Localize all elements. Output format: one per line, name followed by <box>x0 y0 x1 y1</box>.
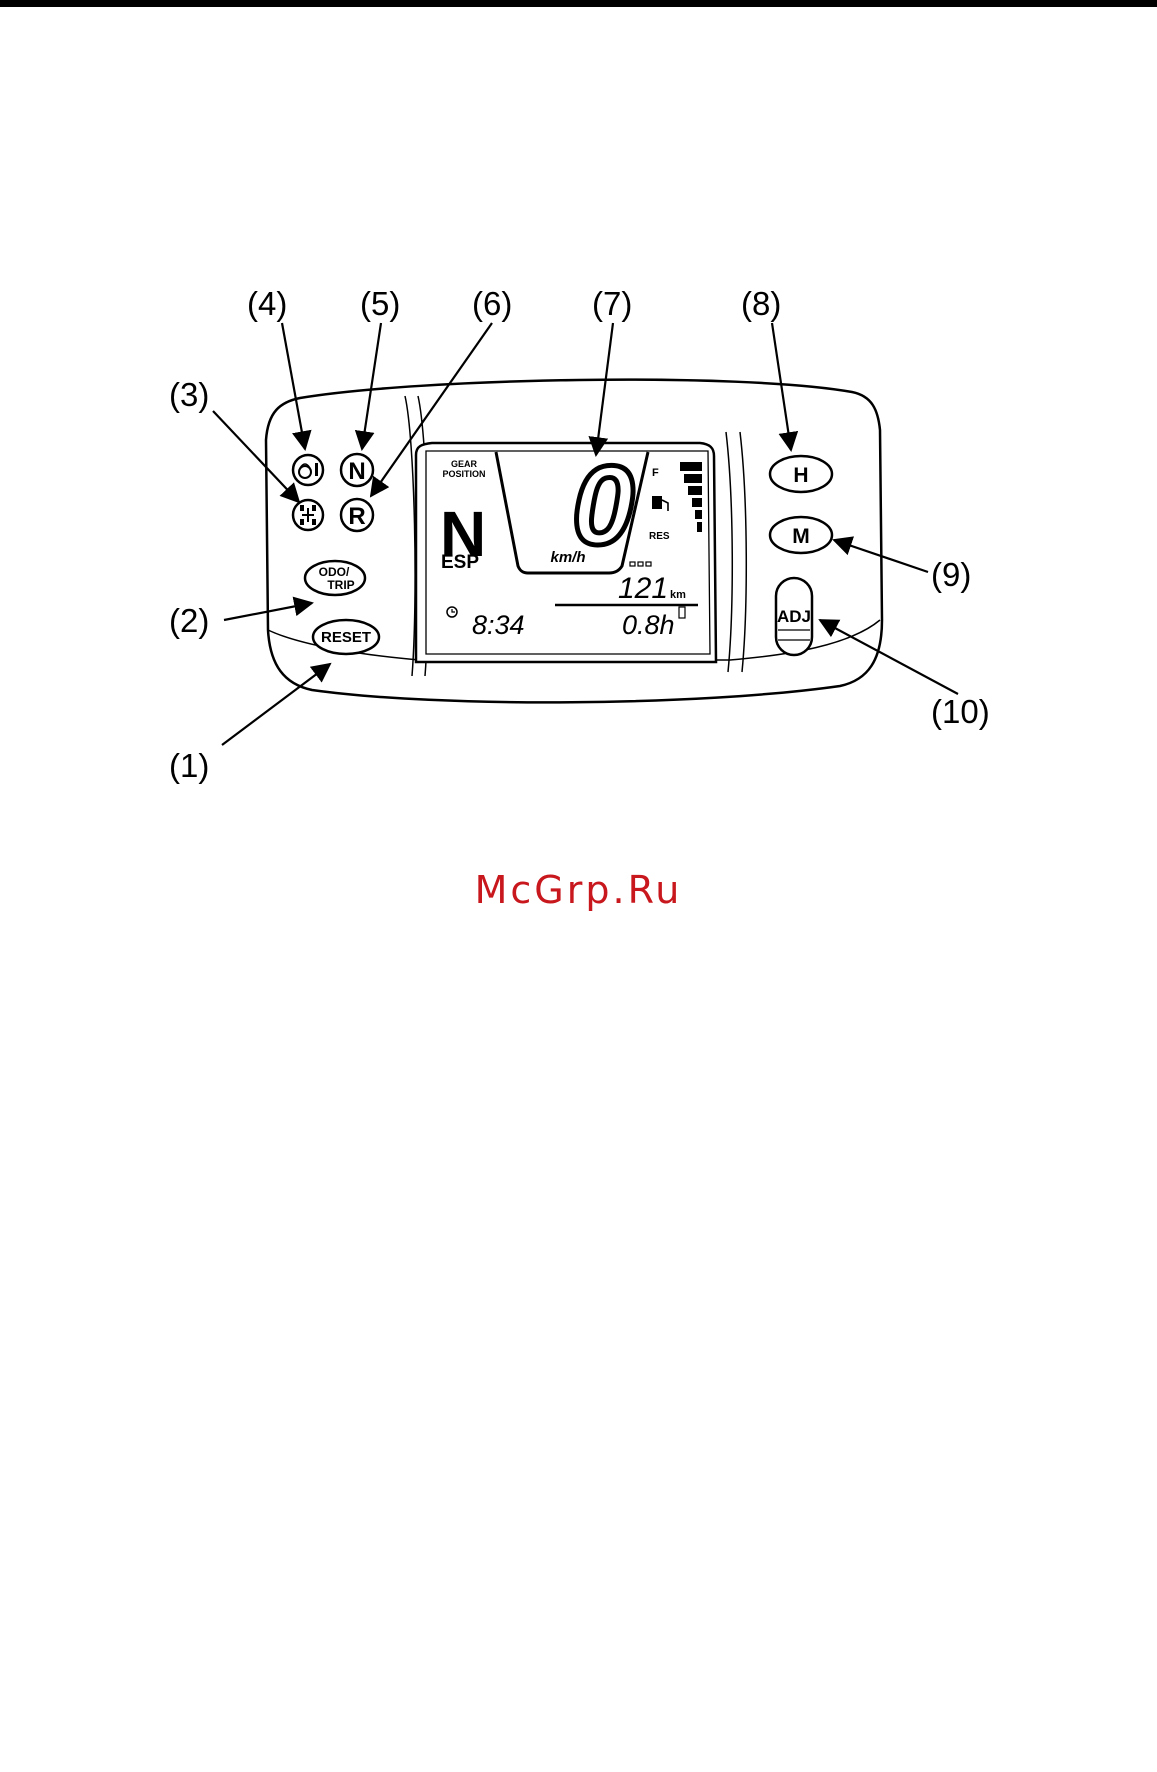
hour-button-label: H <box>793 464 808 487</box>
gear-position-label-2: POSITION <box>442 469 485 479</box>
minute-button-label: M <box>792 525 810 548</box>
leader-arrow-8 <box>772 323 791 450</box>
odo-label: ODO/ <box>319 565 350 579</box>
adjust-button[interactable]: ADJ <box>776 578 812 655</box>
adjust-button-label: ADJ <box>777 607 811 626</box>
fuel-bar-2 <box>684 474 702 483</box>
odometer-unit: km <box>670 589 686 601</box>
leader-arrow-10 <box>820 620 958 694</box>
esp-indicator: ESP <box>441 552 479 573</box>
trip-label: TRIP <box>327 578 354 592</box>
fuel-bar-3 <box>688 486 702 495</box>
watermark: McGrp.Ru <box>0 868 1157 912</box>
minute-button[interactable]: M <box>770 517 832 553</box>
fuel-full-label: F <box>652 467 659 479</box>
reset-button[interactable]: RESET <box>313 620 379 654</box>
leader-arrow-1 <box>222 664 330 745</box>
reverse-indicator: R <box>341 499 373 531</box>
fuel-bar-5 <box>695 510 702 519</box>
leader-arrow-4 <box>282 323 305 449</box>
leader-arrow-7 <box>596 323 613 455</box>
leader-arrow-3 <box>213 411 299 502</box>
fuel-bar-6 <box>697 522 702 532</box>
four-wheel-drive-icon <box>293 500 323 530</box>
oil-pressure-icon <box>293 455 323 485</box>
hour-meter-readout: 0.8h <box>622 610 675 640</box>
neutral-indicator-label: N <box>348 458 365 485</box>
leader-arrow-5 <box>362 323 381 449</box>
reverse-indicator-label: R <box>348 503 365 530</box>
fuel-bar-4 <box>692 498 702 507</box>
odometer-readout: 121 <box>618 572 668 605</box>
fuel-reserve-label: RES <box>649 531 670 542</box>
hour-button[interactable]: H <box>770 456 832 492</box>
fuel-bar-1 <box>680 462 702 471</box>
clock-readout: 8:34 <box>472 610 525 640</box>
odo-trip-button[interactable]: ODO/ TRIP <box>305 561 365 595</box>
speed-unit: km/h <box>550 549 585 566</box>
reset-button-label: RESET <box>321 629 371 646</box>
gear-position-label-1: GEAR <box>451 459 478 469</box>
neutral-indicator: N <box>341 454 373 486</box>
instrument-panel-diagram: GEAR POSITION N ESP 0 km/h F RES 121 km … <box>0 0 1157 1000</box>
